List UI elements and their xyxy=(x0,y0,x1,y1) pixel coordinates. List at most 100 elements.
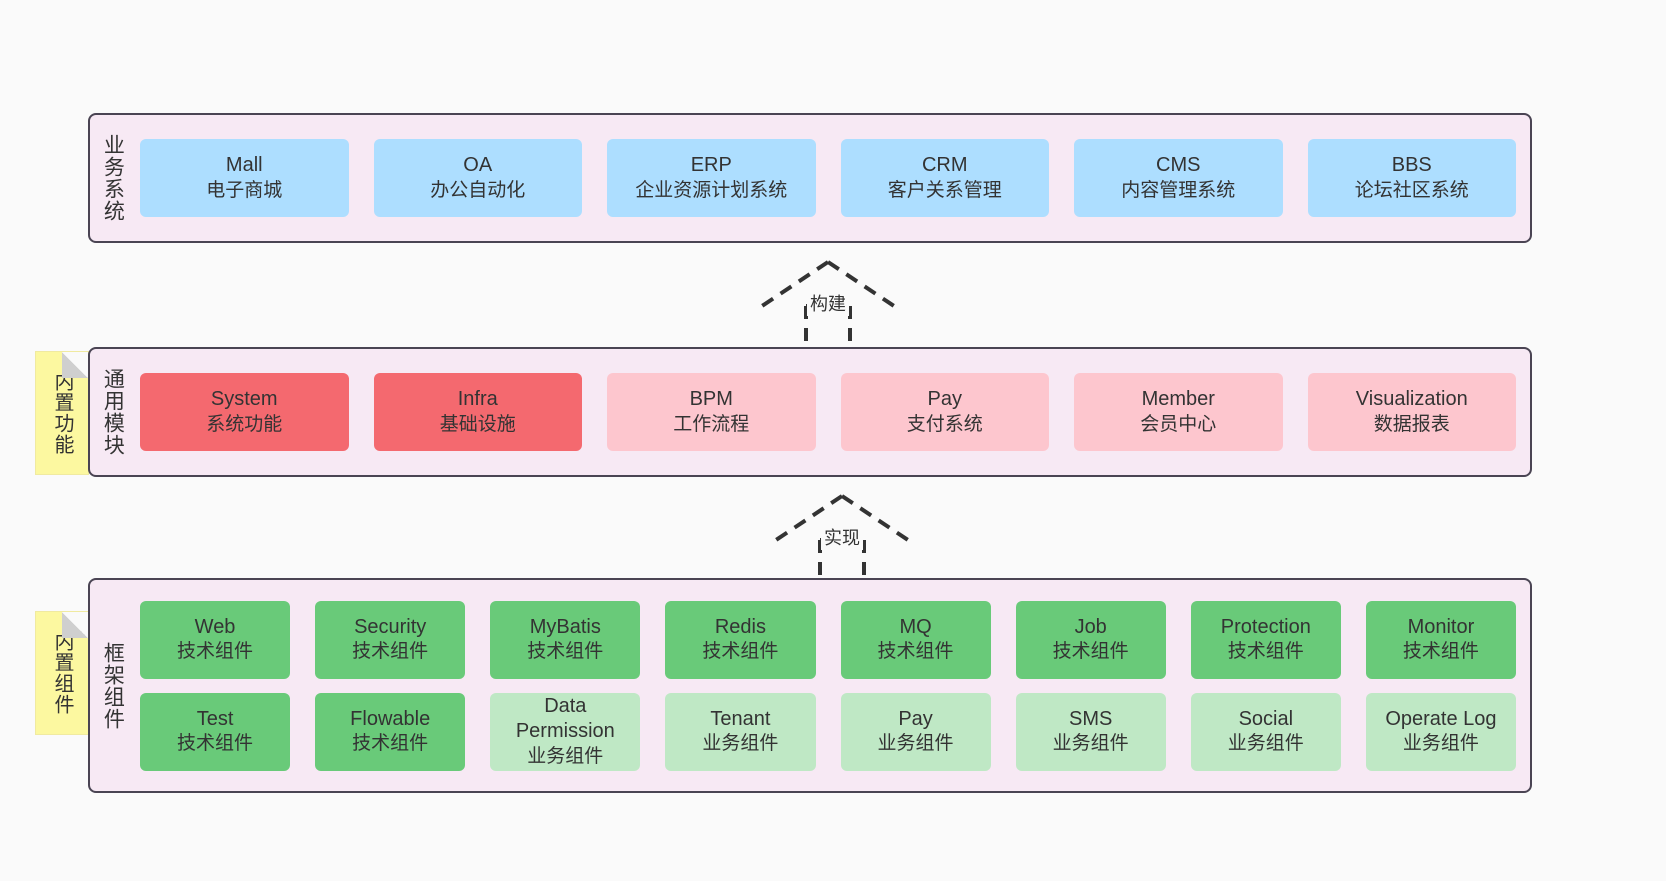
node-title: MyBatis xyxy=(529,615,601,638)
node-title: MQ xyxy=(899,615,932,638)
node-subtitle: 技术组件 xyxy=(177,733,254,755)
layer-body-business-systems: Mall 电子商城 OA 办公自动化 ERP 企业资源计划系统 CRM 客户关系… xyxy=(134,115,1530,241)
node-subtitle: 技术组件 xyxy=(1227,641,1304,663)
connector-label-implement: 实现 xyxy=(821,524,863,550)
node-test[interactable]: Test 技术组件 xyxy=(140,692,291,771)
node-security[interactable]: Security 技术组件 xyxy=(315,600,466,679)
node-title: Mall xyxy=(225,154,263,177)
node-subtitle: 技术组件 xyxy=(352,733,429,755)
node-title: BBS xyxy=(1391,154,1432,177)
node-subtitle: 会员中心 xyxy=(1140,413,1217,435)
node-subtitle: 系统功能 xyxy=(206,413,283,435)
node-subtitle: 业务组件 xyxy=(527,745,604,767)
node-title: Pay xyxy=(898,707,933,730)
node-bbs[interactable]: BBS 论坛社区系统 xyxy=(1307,139,1516,217)
node-subtitle: 技术组件 xyxy=(177,641,254,663)
node-sms[interactable]: SMS 业务组件 xyxy=(1015,692,1166,771)
node-protection[interactable]: Protection 技术组件 xyxy=(1190,600,1341,679)
node-subtitle: 支付系统 xyxy=(906,413,983,435)
layer-business-systems: 业务系统 Mall 电子商城 OA 办公自动化 ERP 企业资源计划系统 CRM… xyxy=(88,113,1532,243)
page-fold-icon xyxy=(62,612,88,638)
node-title: System xyxy=(210,388,278,411)
node-title: BPM xyxy=(689,388,733,411)
connector-implement: 实现 xyxy=(772,492,912,578)
node-subtitle: 技术组件 xyxy=(527,641,604,663)
node-subtitle: 工作流程 xyxy=(673,413,750,435)
node-subtitle: 电子商城 xyxy=(206,179,283,201)
node-title: Social xyxy=(1238,707,1294,730)
connector-build: 构建 xyxy=(758,258,898,344)
connector-label-build: 构建 xyxy=(807,290,849,316)
node-system[interactable]: System 系统功能 xyxy=(140,373,349,451)
node-oa[interactable]: OA 办公自动化 xyxy=(373,139,582,217)
node-bpm[interactable]: BPM 工作流程 xyxy=(607,373,816,451)
sticky-note-label: 内置组件 xyxy=(51,631,73,715)
node-operate-log[interactable]: Operate Log 业务组件 xyxy=(1365,692,1516,771)
node-title: Pay xyxy=(927,388,962,411)
sticky-note-builtin-components: 内置组件 xyxy=(36,612,88,734)
layer-caption-common-modules: 通用模块 xyxy=(101,368,125,456)
node-infra[interactable]: Infra 基础设施 xyxy=(373,373,582,451)
node-cms[interactable]: CMS 内容管理系统 xyxy=(1074,139,1283,217)
node-subtitle: 技术组件 xyxy=(1052,641,1129,663)
node-title: ERP xyxy=(690,154,732,177)
node-title: Visualization xyxy=(1355,388,1468,411)
node-subtitle: 业务组件 xyxy=(702,733,779,755)
page-fold-icon xyxy=(62,352,88,378)
node-row: System 系统功能 Infra 基础设施 BPM 工作流程 Pay 支付系统… xyxy=(140,373,1516,451)
node-subtitle: 业务组件 xyxy=(877,733,954,755)
sticky-note-builtin-functions: 内置功能 xyxy=(36,352,88,474)
node-flowable[interactable]: Flowable 技术组件 xyxy=(315,692,466,771)
node-subtitle: 客户关系管理 xyxy=(887,179,1002,201)
node-title: Web xyxy=(194,615,236,638)
node-mall[interactable]: Mall 电子商城 xyxy=(140,139,349,217)
node-data-permission[interactable]: Data Permission 业务组件 xyxy=(490,692,641,771)
layer-framework-components: 框架组件 Web 技术组件 Security 技术组件 MyBatis 技术组件… xyxy=(88,578,1532,793)
layer-caption-business-systems: 业务系统 xyxy=(101,134,125,222)
node-row: Test 技术组件 Flowable 技术组件 Data Permission … xyxy=(140,692,1516,771)
layer-body-framework-components: Web 技术组件 Security 技术组件 MyBatis 技术组件 Redi… xyxy=(134,580,1530,791)
node-title: Protection xyxy=(1220,615,1311,638)
node-title: OA xyxy=(463,154,493,177)
node-subtitle: 企业资源计划系统 xyxy=(635,179,788,201)
node-subtitle: 技术组件 xyxy=(1402,641,1479,663)
node-job[interactable]: Job 技术组件 xyxy=(1015,600,1166,679)
node-mybatis[interactable]: MyBatis 技术组件 xyxy=(490,600,641,679)
layer-body-common-modules: System 系统功能 Infra 基础设施 BPM 工作流程 Pay 支付系统… xyxy=(134,349,1530,475)
sticky-note-label: 内置功能 xyxy=(51,371,73,455)
node-title: Data Permission xyxy=(515,694,615,743)
node-pay-component[interactable]: Pay 业务组件 xyxy=(840,692,991,771)
node-redis[interactable]: Redis 技术组件 xyxy=(665,600,816,679)
node-subtitle: 办公自动化 xyxy=(430,179,526,201)
node-title: Operate Log xyxy=(1385,707,1497,730)
node-mq[interactable]: MQ 技术组件 xyxy=(840,600,991,679)
node-title: Flowable xyxy=(350,707,431,730)
node-tenant[interactable]: Tenant 业务组件 xyxy=(665,692,816,771)
node-subtitle: 业务组件 xyxy=(1402,733,1479,755)
node-crm[interactable]: CRM 客户关系管理 xyxy=(840,139,1049,217)
node-title: Infra xyxy=(457,388,498,411)
node-pay-module[interactable]: Pay 支付系统 xyxy=(840,373,1049,451)
node-social[interactable]: Social 业务组件 xyxy=(1190,692,1341,771)
node-subtitle: 技术组件 xyxy=(352,641,429,663)
node-row: Mall 电子商城 OA 办公自动化 ERP 企业资源计划系统 CRM 客户关系… xyxy=(140,139,1516,217)
node-erp[interactable]: ERP 企业资源计划系统 xyxy=(607,139,816,217)
layer-common-modules: 通用模块 System 系统功能 Infra 基础设施 BPM 工作流程 Pay… xyxy=(88,347,1532,477)
node-subtitle: 技术组件 xyxy=(877,641,954,663)
node-row: Web 技术组件 Security 技术组件 MyBatis 技术组件 Redi… xyxy=(140,600,1516,679)
node-title: Test xyxy=(196,707,234,730)
node-visualization[interactable]: Visualization 数据报表 xyxy=(1307,373,1516,451)
node-subtitle: 业务组件 xyxy=(1227,733,1304,755)
node-monitor[interactable]: Monitor 技术组件 xyxy=(1365,600,1516,679)
node-web[interactable]: Web 技术组件 xyxy=(140,600,291,679)
node-title: CMS xyxy=(1156,154,1201,177)
node-subtitle: 业务组件 xyxy=(1052,733,1129,755)
node-subtitle: 数据报表 xyxy=(1373,413,1450,435)
node-title: Redis xyxy=(714,615,766,638)
node-subtitle: 论坛社区系统 xyxy=(1354,179,1469,201)
node-subtitle: 技术组件 xyxy=(702,641,779,663)
node-title: Monitor xyxy=(1407,615,1475,638)
node-subtitle: 内容管理系统 xyxy=(1121,179,1236,201)
node-member[interactable]: Member 会员中心 xyxy=(1074,373,1283,451)
layer-caption-framework-components: 框架组件 xyxy=(101,641,125,730)
